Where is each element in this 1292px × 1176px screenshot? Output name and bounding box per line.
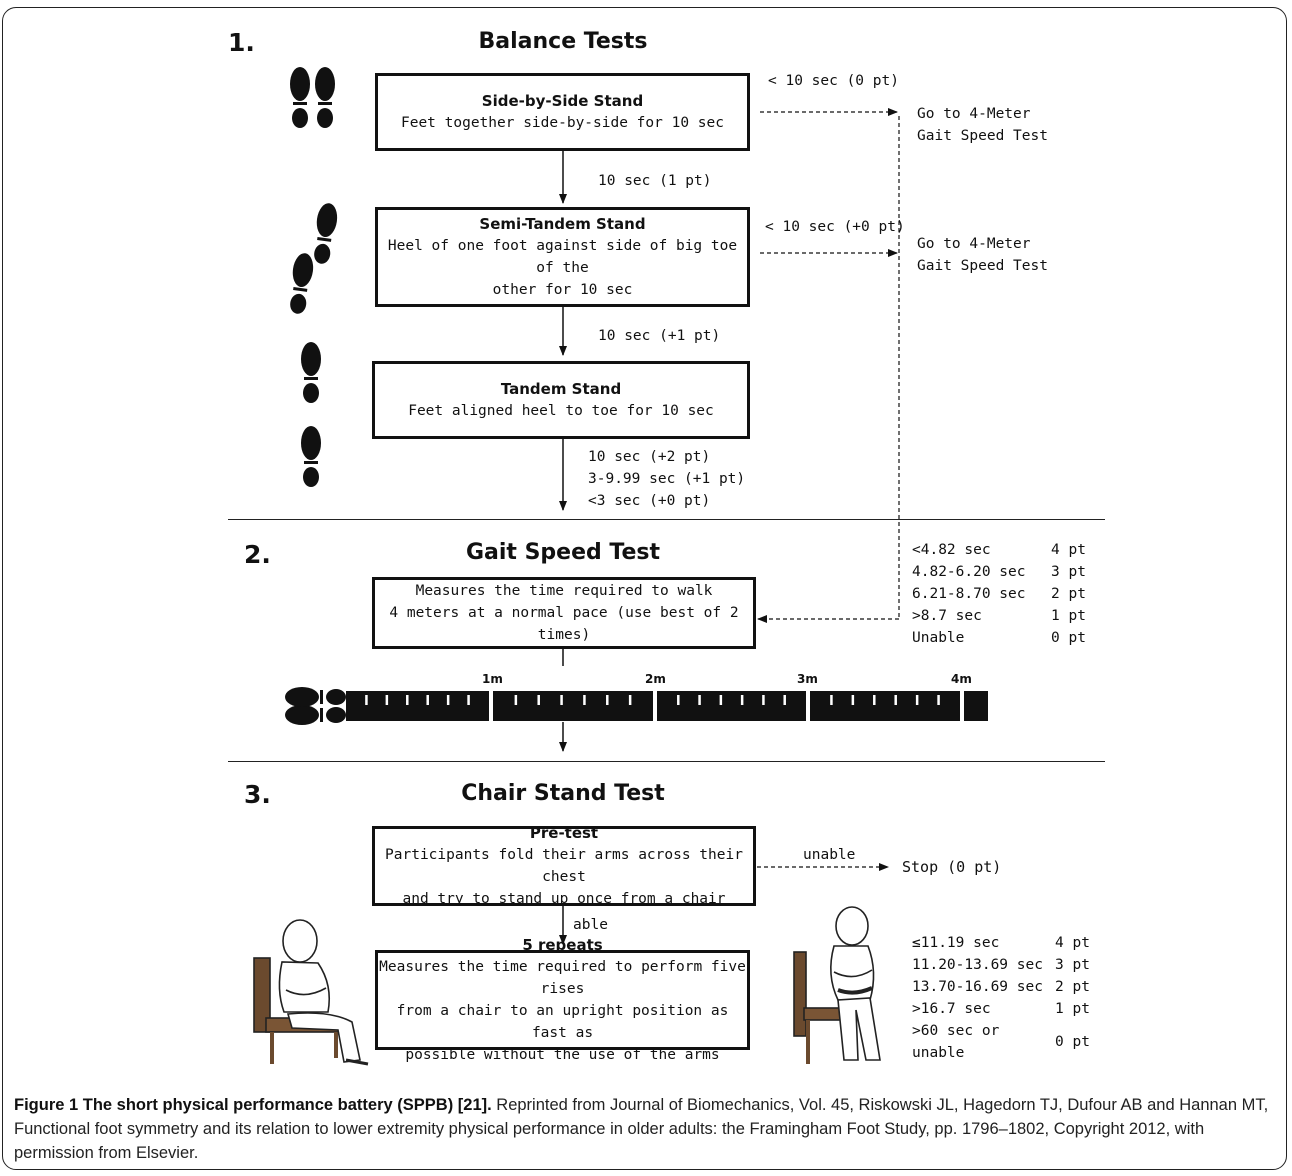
chair-score-row: 11.20-13.69 sec 3 pt [912, 954, 1090, 976]
box-pretest: Pre-test Participants fold their arms ac… [372, 824, 756, 907]
gait-score-time: >8.7 sec [912, 608, 982, 624]
unable-label: unable [803, 847, 856, 863]
chair-score-row: ≤11.19 sec 4 pt [912, 932, 1090, 954]
gait-score-time: 4.82-6.20 sec [912, 564, 1026, 580]
separator-2 [228, 761, 1105, 762]
go-to-gait-1-line1: Go to 4-Meter [917, 106, 1031, 122]
repeats-title: 5 repeats [522, 936, 603, 954]
chair-score-row: >60 sec or unable 0 pt [912, 1020, 1090, 1064]
go-to-gait-1: Go to 4-Meter Gait Speed Test [917, 103, 1048, 147]
gait-score-time: Unable [912, 630, 965, 646]
section-1-number: 1. [228, 28, 255, 57]
chair-score-pt: 4 pt [1055, 935, 1090, 951]
pretest-desc-1: Participants fold their arms across thei… [385, 847, 743, 885]
side-fail-label: < 10 sec (0 pt) [768, 73, 899, 89]
tandem-desc: Feet aligned heel to toe for 10 sec [408, 403, 714, 419]
tandem-title: Tandem Stand [500, 380, 622, 398]
section-3-number: 3. [244, 780, 271, 809]
pretest-title: Pre-test [529, 824, 599, 842]
chair-score-pt: 3 pt [1055, 957, 1090, 973]
track-label-3m: 3m [797, 672, 818, 686]
box-gait: Measures the time required to walk 4 met… [372, 577, 756, 649]
standing-person-chair-icon [793, 906, 881, 1064]
repeats-desc-2: from a chair to an upright position as f… [396, 1003, 729, 1041]
gait-score-row: Unable 0 pt [912, 627, 1086, 649]
caption-text: Reprinted from Journal of Biomechanics, … [14, 1096, 1269, 1162]
gait-score-pt: 3 pt [1051, 564, 1086, 580]
gait-desc-2: 4 meters at a normal pace (use best of 2… [389, 605, 739, 643]
tandem-result-1: 10 sec (+2 pt) [588, 449, 711, 465]
chair-score-time: 11.20-13.69 sec [912, 957, 1043, 973]
feet-semi-tandem-icon [286, 201, 340, 316]
repeats-desc-1: Measures the time required to perform fi… [379, 959, 746, 997]
gait-desc-1: Measures the time required to walk [415, 583, 713, 599]
figure-caption: Figure 1 The short physical performance … [14, 1093, 1276, 1165]
track-meter-gap [960, 691, 964, 721]
tandem-result-2: 3-9.99 sec (+1 pt) [588, 471, 746, 487]
seated-person-chair-icon [253, 919, 369, 1066]
go-to-gait-2-line1: Go to 4-Meter [917, 236, 1031, 252]
tandem-results: 10 sec (+2 pt) 3-9.99 sec (+1 pt) <3 sec… [588, 446, 745, 512]
box-tandem: Tandem Stand Feet aligned heel to toe fo… [372, 361, 750, 439]
feet-side-by-side-icon [290, 67, 335, 128]
semi-tandem-title: Semi-Tandem Stand [479, 215, 646, 233]
tandem-result-3: <3 sec (+0 pt) [588, 493, 711, 509]
track-meter-gap [806, 691, 810, 721]
section-1-title: Balance Tests [478, 29, 648, 54]
semi-tandem-desc-2: other for 10 sec [492, 282, 633, 298]
gait-score-row: <4.82 sec 4 pt [912, 539, 1086, 561]
track-meter-gap [489, 691, 493, 721]
gait-score-pt: 1 pt [1051, 608, 1086, 624]
repeats-desc-3: possible without the use of the arms [405, 1047, 720, 1063]
gait-score-pt: 0 pt [1051, 630, 1086, 646]
able-label: able [573, 917, 608, 933]
chair-score-time: >60 sec or unable [912, 1023, 1000, 1061]
chair-score-table: ≤11.19 sec 4 pt 11.20-13.69 sec 3 pt 13.70… [912, 932, 1090, 1064]
section-2-number: 2. [244, 540, 271, 569]
semi-pass-label: 10 sec (+1 pt) [598, 328, 721, 344]
feet-tandem-icon [301, 342, 321, 487]
figure-frame [2, 7, 1287, 1170]
gait-score-time: 6.21-8.70 sec [912, 586, 1026, 602]
box-5-repeats: 5 repeats Measures the time required to … [375, 936, 750, 1063]
track-meter-gap [653, 691, 657, 721]
track-label-1m: 1m [482, 672, 503, 686]
caption-bold: Figure 1 The short physical performance … [14, 1096, 492, 1114]
gait-score-table: <4.82 sec 4 pt 4.82-6.20 sec 3 pt 6.21-8.7… [912, 539, 1086, 649]
go-to-gait-2-line2: Gait Speed Test [917, 258, 1048, 274]
track-label-2m: 2m [645, 672, 666, 686]
chair-score-time: 13.70-16.69 sec [912, 979, 1043, 995]
chair-score-row: >16.7 sec 1 pt [912, 998, 1090, 1020]
chair-score-pt: 0 pt [1055, 1034, 1090, 1050]
section-3-title: Chair Stand Test [461, 781, 665, 806]
go-to-gait-1-line2: Gait Speed Test [917, 128, 1048, 144]
chair-score-time: >16.7 sec [912, 1001, 991, 1017]
chair-score-pt: 1 pt [1055, 1001, 1090, 1017]
side-by-side-title: Side-by-Side Stand [481, 92, 644, 110]
pretest-desc-2: and try to stand up once from a chair [402, 891, 726, 907]
walking-track [285, 687, 988, 725]
side-pass-label: 10 sec (1 pt) [598, 173, 712, 189]
box-side-by-side: Side-by-Side Stand Feet together side-by… [375, 73, 750, 151]
box-semi-tandem: Semi-Tandem Stand Heel of one foot again… [375, 207, 750, 307]
track-label-4m: 4m [951, 672, 972, 686]
stop-label: Stop (0 pt) [902, 858, 1002, 876]
side-by-side-desc: Feet together side-by-side for 10 sec [400, 115, 724, 131]
section-2-title: Gait Speed Test [465, 540, 661, 565]
gait-score-row: >8.7 sec 1 pt [912, 605, 1086, 627]
gait-score-row: 4.82-6.20 sec 3 pt [912, 561, 1086, 583]
semi-fail-label: < 10 sec (+0 pt) [765, 219, 905, 235]
gait-score-pt: 2 pt [1051, 586, 1086, 602]
gait-score-pt: 4 pt [1051, 542, 1086, 558]
chair-score-row: 13.70-16.69 sec 2 pt [912, 976, 1090, 998]
go-to-gait-2: Go to 4-Meter Gait Speed Test [917, 233, 1048, 277]
chair-score-time: ≤11.19 sec [912, 935, 1000, 951]
semi-tandem-desc-1: Heel of one foot against side of big toe… [387, 238, 738, 276]
gait-score-row: 6.21-8.70 sec 2 pt [912, 583, 1086, 605]
separator-1 [228, 519, 1105, 520]
gait-score-time: <4.82 sec [912, 542, 991, 558]
chair-score-pt: 2 pt [1055, 979, 1090, 995]
